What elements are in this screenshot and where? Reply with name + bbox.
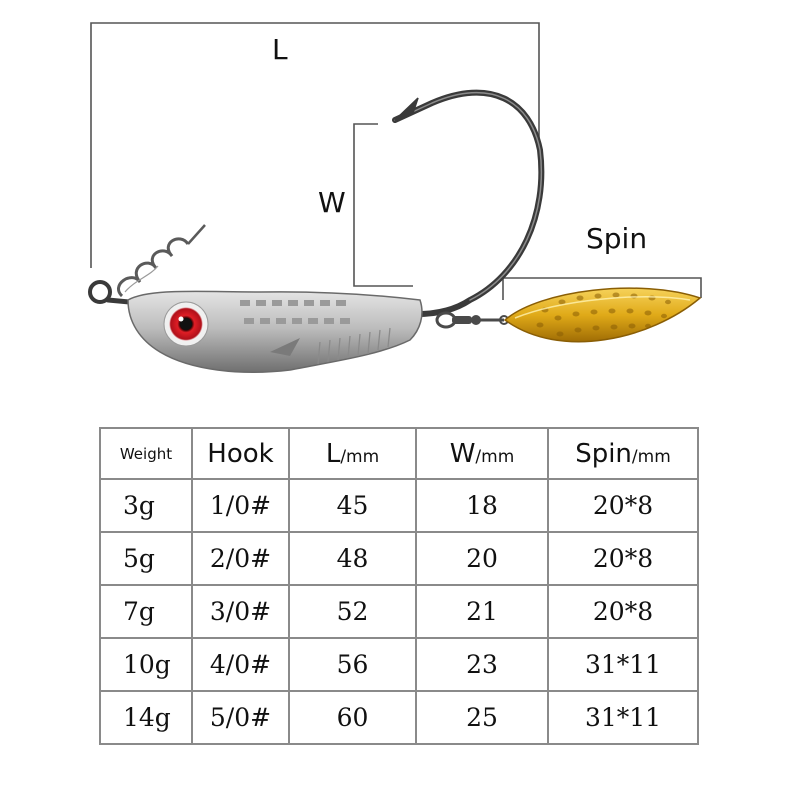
cell-hook: 5/0# xyxy=(191,690,290,745)
cell-weight: 14g xyxy=(99,690,193,745)
cell-spin: 20*8 xyxy=(547,584,699,639)
cell-hook: 4/0# xyxy=(191,637,290,692)
header-length: L/mm xyxy=(288,427,417,480)
table-row: 10g 4/0# 56 23 31*11 xyxy=(99,637,699,692)
screw-lock-icon xyxy=(117,224,206,298)
cell-weight: 7g xyxy=(99,584,193,639)
header-weight: Weight xyxy=(99,427,193,480)
table-row: 14g 5/0# 60 25 31*11 xyxy=(99,690,699,745)
cell-width: 23 xyxy=(415,637,549,692)
cell-length: 56 xyxy=(288,637,417,692)
header-width: W/mm xyxy=(415,427,549,480)
header-spin: Spin/mm xyxy=(547,427,699,480)
spec-table: Weight Hook L/mm W/mm Spin/mm 3g 1/0# 45… xyxy=(99,427,699,745)
table-row: 3g 1/0# 45 18 20*8 xyxy=(99,478,699,533)
cell-width: 21 xyxy=(415,584,549,639)
cell-weight: 5g xyxy=(99,531,193,586)
cell-weight: 10g xyxy=(99,637,193,692)
cell-weight: 3g xyxy=(99,478,193,533)
spin-label: Spin xyxy=(586,222,648,255)
header-hook: Hook xyxy=(191,427,290,480)
length-dimension-bracket xyxy=(90,22,540,268)
width-dimension-bracket xyxy=(353,123,413,287)
cell-width: 18 xyxy=(415,478,549,533)
cell-width: 20 xyxy=(415,531,549,586)
cell-length: 48 xyxy=(288,531,417,586)
cell-length: 45 xyxy=(288,478,417,533)
jig-head-icon xyxy=(127,290,423,373)
cell-length: 60 xyxy=(288,690,417,745)
cell-width: 25 xyxy=(415,690,549,745)
cell-spin: 31*11 xyxy=(547,637,699,692)
width-label: W xyxy=(318,186,346,219)
hook-icon xyxy=(88,89,545,318)
willow-blade-icon xyxy=(503,287,702,343)
cell-spin: 31*11 xyxy=(547,690,699,745)
cell-hook: 3/0# xyxy=(191,584,290,639)
length-label: L xyxy=(272,33,288,66)
cell-length: 52 xyxy=(288,584,417,639)
table-row: 7g 3/0# 52 21 20*8 xyxy=(99,584,699,639)
lure-illustration xyxy=(88,22,702,373)
cell-hook: 2/0# xyxy=(191,531,290,586)
table-row: 5g 2/0# 48 20 20*8 xyxy=(99,531,699,586)
cell-spin: 20*8 xyxy=(547,531,699,586)
spin-dimension-bracket xyxy=(502,277,702,300)
swivel-icon xyxy=(435,311,509,329)
cell-hook: 1/0# xyxy=(191,478,290,533)
table-header-row: Weight Hook L/mm W/mm Spin/mm xyxy=(99,427,699,480)
lure-diagram: L W Spin xyxy=(88,22,702,373)
cell-spin: 20*8 xyxy=(547,478,699,533)
